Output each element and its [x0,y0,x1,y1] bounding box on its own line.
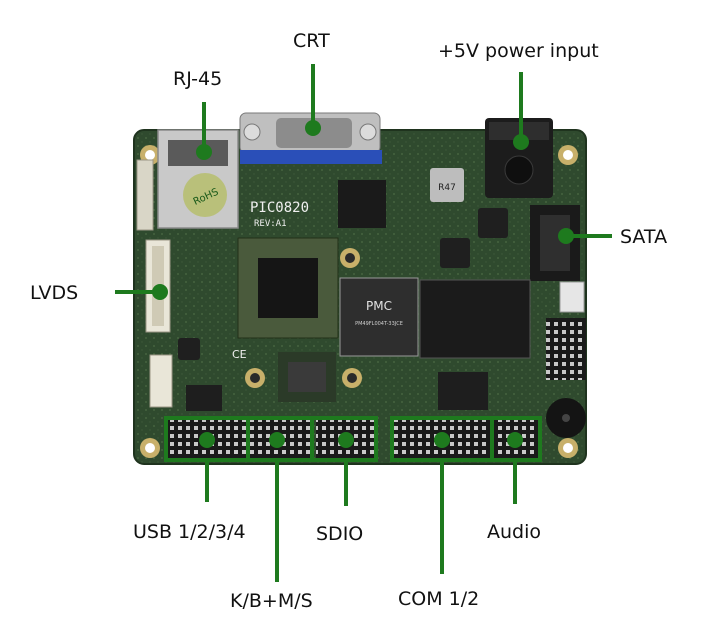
callout-dots [152,120,574,448]
com-callout-dot [434,432,450,448]
power-jack [485,118,553,198]
rj45-callout-dot [196,144,212,160]
audio-label: Audio [487,521,542,543]
kbms-label: K/B+M/S [230,590,313,612]
silkscreen-model: PIC0820 [250,200,309,216]
left-edge-connector [136,159,154,231]
inductor [430,168,464,202]
cpu-chip [237,237,339,339]
rj45-connector: RoHS [157,129,239,229]
vga-chip [338,180,386,228]
power-callout-dot [513,134,529,150]
crt-callout-dot [305,120,321,136]
small-chip [438,372,488,410]
rj45-label: RJ-45 [173,68,223,90]
mounting-holes [140,145,578,458]
kbms-callout-dot [269,432,285,448]
chipset [278,352,336,402]
chip-part-mark: PM49FL004T-33JCE [355,321,403,327]
inductor-3 [440,238,470,268]
right-pin-header [546,318,586,380]
sata-callout-dot [558,228,574,244]
audio-callout-dot [507,432,523,448]
small-chip-left [186,385,222,411]
chip-brand-mark: PMC [366,299,392,313]
side-connector [149,354,173,408]
com-label: COM 1/2 [398,588,480,610]
usb-label: USB 1/2/3/4 [133,521,246,543]
sdio-callout-dot [338,432,354,448]
power-input-label: +5V power input [438,40,599,62]
sata-label: SATA [620,226,668,248]
ce-mark: CE [232,348,247,361]
lvds-callout-dot [152,284,168,300]
sata-connector [530,205,580,281]
capacitor [178,338,200,360]
inductor-2 [478,208,508,238]
io-controller-chip [419,279,531,359]
silkscreen-rev: REV:A1 [254,219,287,229]
lvds-label: LVDS [30,282,79,304]
inductor-mark: R47 [438,183,456,193]
crt-label: CRT [293,30,330,52]
bios-chip: PMC PM49FL004T-33JCE [339,277,419,357]
sdio-label: SDIO [316,523,364,545]
white-header [559,281,585,313]
usb-callout-dot [199,432,215,448]
